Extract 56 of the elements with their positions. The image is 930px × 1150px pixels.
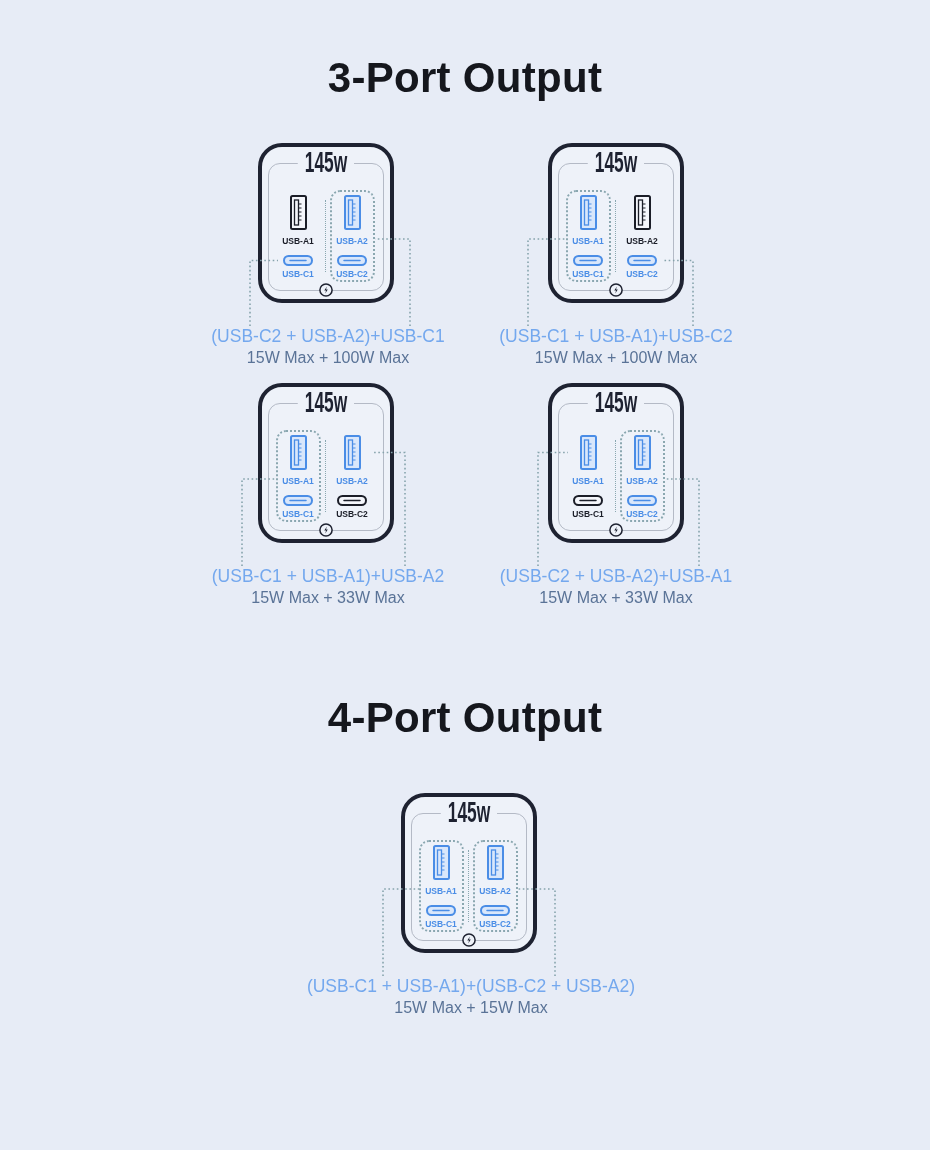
leader-line	[382, 888, 420, 977]
port-label: USB-C2	[626, 268, 658, 280]
charger-body	[401, 793, 537, 953]
port-label: USB-C1	[572, 268, 604, 280]
dotted-group-outline	[330, 190, 375, 282]
leader-line	[537, 451, 569, 567]
dotted-group-outline	[620, 430, 665, 522]
port-label: USB-C1	[572, 508, 604, 520]
leader-line	[371, 451, 406, 567]
dotted-group-outline	[473, 840, 518, 932]
port-label: USB-A2	[336, 475, 368, 487]
wattage-marking: 145w	[587, 149, 645, 175]
power-rating-text: 15W Max + 100W Max	[246, 348, 410, 368]
port-label: USB-A1	[282, 235, 314, 247]
leader-line	[527, 238, 567, 327]
power-rating-text: 15W Max + 100W Max	[534, 348, 698, 368]
wattage-marking: 145w	[440, 799, 498, 825]
port-label: USB-A2	[479, 885, 511, 897]
charger-body	[548, 383, 684, 543]
port-combination-text: (USB-C2 + USB-A2)+USB-C1	[211, 326, 445, 347]
port-label: USB-C2	[336, 268, 368, 280]
port-label: USB-C2	[626, 508, 658, 520]
section-heading: 3-Port Output	[327, 53, 603, 103]
port-label: USB-C1	[282, 268, 314, 280]
leader-line	[241, 478, 277, 567]
port-combination-text: (USB-C1 + USB-A1)+USB-A2	[211, 566, 445, 587]
leader-line	[249, 259, 279, 327]
port-label: USB-A1	[425, 885, 457, 897]
wattage-marking: 145w	[297, 149, 355, 175]
port-label: USB-A2	[336, 235, 368, 247]
port-combination-text: (USB-C1 + USB-A1)+USB-C2	[499, 326, 733, 347]
port-label: USB-A1	[572, 475, 604, 487]
port-combination-text: (USB-C2 + USB-A2)+USB-A1	[499, 566, 733, 587]
leader-line	[517, 888, 556, 977]
dotted-group-outline	[566, 190, 611, 282]
power-rating-text: 15W Max + 33W Max	[251, 588, 405, 608]
dotted-group-outline	[419, 840, 464, 932]
port-combination-text: (USB-C1 + USB-A1)+(USB-C2 + USB-A2)	[306, 976, 636, 997]
charger-body	[258, 143, 394, 303]
port-label: USB-C1	[282, 508, 314, 520]
charger-body	[258, 383, 394, 543]
port-label: USB-C1	[425, 918, 457, 930]
charger-body	[548, 143, 684, 303]
section-heading: 4-Port Output	[327, 693, 603, 743]
port-label: USB-C2	[336, 508, 368, 520]
port-label: USB-C2	[479, 918, 511, 930]
port-label: USB-A2	[626, 235, 658, 247]
power-rating-text: 15W Max + 33W Max	[539, 588, 693, 608]
wattage-marking: 145w	[587, 389, 645, 415]
port-label: USB-A1	[572, 235, 604, 247]
port-label: USB-A2	[626, 475, 658, 487]
wattage-marking: 145w	[297, 389, 355, 415]
leader-line	[664, 478, 700, 567]
power-rating-text: 15W Max + 15W Max	[394, 998, 548, 1018]
dotted-group-outline	[276, 430, 321, 522]
port-label: USB-A1	[282, 475, 314, 487]
